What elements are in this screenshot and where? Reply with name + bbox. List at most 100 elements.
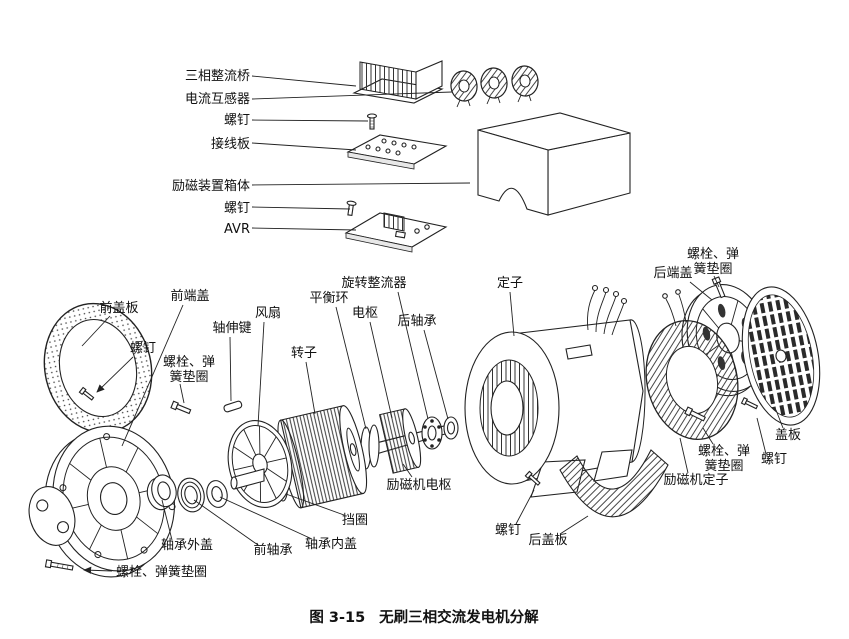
- exciter-armature-part: [378, 408, 422, 474]
- leader-bolt-washer-left: [179, 383, 185, 404]
- front-cover-plate-part: [43, 302, 153, 434]
- leader-exciter-armature: [402, 463, 413, 478]
- leader-excitation-box: [251, 182, 471, 186]
- label-front-cover-plate: 前盖板: [99, 300, 138, 316]
- label-bearing-inner-cover: 轴承内盖: [305, 536, 357, 552]
- leader-screw-lower: [251, 206, 351, 210]
- bolt-washer-bottom-part: [44, 559, 74, 571]
- label-armature: 电枢: [352, 306, 378, 321]
- label-bolt-washer-top-right-line1: 螺栓、弹: [687, 247, 739, 262]
- screw-upper-part: [366, 113, 378, 130]
- label-bearing-outer-cover: 轴承外盖: [161, 538, 213, 553]
- label-balance-ring: 平衡环: [309, 291, 348, 306]
- bearing-inner-cover-part: [206, 480, 228, 508]
- label-stator: 定子: [497, 276, 523, 291]
- current-transformer-coils: [450, 65, 539, 108]
- leader-shaft-key: [229, 336, 232, 402]
- bolt-washer-right-part: [684, 406, 706, 422]
- leader-screw-right: [756, 417, 767, 455]
- excitation-box-part: [477, 112, 631, 216]
- label-cover-plate: 盖板: [775, 428, 801, 443]
- stator-part: [464, 284, 646, 498]
- leader-screw-front-cover: [96, 356, 134, 393]
- figure-title: 无刷三相交流发电机分解: [379, 608, 539, 626]
- label-bolt-washer-bottom: 螺栓、弹簧垫圈: [116, 564, 207, 580]
- leader-cover-plate: [775, 409, 784, 429]
- avr-part: [344, 212, 448, 253]
- leader-terminal-board: [251, 142, 357, 151]
- leader-screw-upper: [251, 119, 369, 122]
- screw-right-part: [740, 397, 759, 410]
- label-terminal-board: 接线板: [211, 136, 250, 152]
- labels: 三相整流桥 电流互感器 螺钉 接线板 励磁装置箱体 螺钉 AVR 前盖板 前端盖…: [99, 69, 801, 580]
- figure-caption: 图 3-15 无刷三相交流发电机分解: [309, 608, 539, 626]
- leader-lines: [81, 75, 784, 574]
- exciter-stator-part: [645, 289, 739, 440]
- label-screw-right: 螺钉: [761, 452, 787, 467]
- leader-current-transformer: [251, 91, 453, 100]
- label-rear-end-cover: 后端盖: [653, 266, 692, 281]
- label-front-end-cover: 前端盖: [170, 288, 209, 304]
- main-assembly: [28, 276, 821, 578]
- label-front-bearing: 前轴承: [253, 542, 292, 558]
- label-fan: 风扇: [255, 305, 281, 321]
- leader-exciter-stator: [679, 437, 689, 474]
- top-assembly: [344, 60, 631, 253]
- rectifier-bridge-part: [352, 60, 444, 104]
- cover-plate-part: [741, 286, 821, 426]
- leader-rectifier-bridge: [251, 75, 357, 87]
- label-exciter-stator: 励磁机定子: [663, 473, 728, 488]
- label-excitation-box: 励磁装置箱体: [172, 178, 250, 194]
- leader-bolt-washer-right: [702, 427, 714, 445]
- label-shaft-key: 轴伸键: [212, 321, 251, 336]
- rear-cover-plate-part: [559, 449, 669, 518]
- label-rectifier-bridge: 三相整流桥: [185, 69, 250, 84]
- terminal-board-part: [346, 134, 448, 170]
- figure-number: 图 3-15: [309, 609, 365, 626]
- leader-armature: [369, 321, 393, 419]
- leader-avr: [251, 227, 357, 231]
- shaft-key-part: [223, 400, 243, 413]
- leader-front-cover-plate: [81, 315, 111, 347]
- leader-bolt-washer-top-right: [713, 275, 720, 288]
- label-exciter-armature: 励磁机电枢: [386, 478, 451, 493]
- leader-retaining-ring: [285, 493, 345, 516]
- leader-rotor: [305, 361, 316, 415]
- front-bearing-part: [177, 477, 205, 513]
- label-bolt-washer-left-line2: 簧垫圈: [169, 369, 208, 385]
- leader-stator: [509, 291, 515, 337]
- bearing-outer-cover-part: [146, 474, 177, 511]
- leader-rear-bearing: [423, 329, 449, 420]
- label-bolt-washer-top-right-line2: 簧垫圈: [693, 261, 732, 277]
- leader-fan: [257, 321, 265, 427]
- label-screw-upper: 螺钉: [224, 113, 250, 128]
- rotating-rectifier-part: [421, 416, 443, 450]
- leader-front-end-cover: [121, 304, 184, 447]
- label-bolt-washer-right-line1: 螺栓、弹: [698, 444, 750, 459]
- leader-rotating-rectifier: [397, 291, 429, 420]
- label-rotating-rectifier: 旋转整流器: [341, 276, 406, 291]
- label-screw-lower: 螺钉: [224, 201, 250, 216]
- leader-bearing-outer-cover: [161, 499, 173, 541]
- screw-front-cover-part: [78, 386, 95, 401]
- leader-rear-cover-plate: [559, 515, 589, 535]
- leader-balance-ring: [335, 306, 367, 430]
- label-screw-bottom: 螺钉: [495, 523, 521, 538]
- label-bolt-washer-left-line1: 螺栓、弹: [163, 355, 215, 370]
- label-avr: AVR: [224, 222, 250, 237]
- label-rear-bearing: 后轴承: [397, 314, 436, 329]
- screw-lower-part: [346, 200, 357, 217]
- label-rear-cover-plate: 后盖板: [528, 533, 567, 548]
- leader-front-bearing: [193, 499, 259, 546]
- label-rotor: 转子: [291, 346, 317, 361]
- leader-bearing-inner-cover: [219, 496, 313, 540]
- rear-bearing-part: [443, 416, 459, 440]
- leader-bolt-washer-bottom: [83, 566, 113, 574]
- label-bolt-washer-right-line2: 簧垫圈: [704, 458, 743, 474]
- label-retaining-ring: 挡圈: [342, 513, 368, 528]
- shaft-tip: [230, 468, 265, 490]
- end-cover-bracket: [28, 486, 76, 546]
- label-screw-front-cover: 螺钉: [130, 341, 156, 356]
